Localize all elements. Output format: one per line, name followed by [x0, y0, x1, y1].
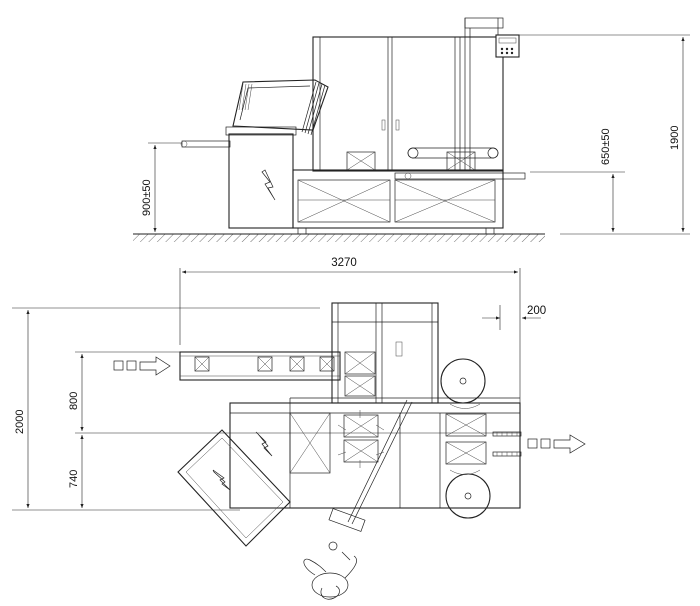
outfeed-arrow-icon — [553, 434, 586, 454]
sealer-hood — [232, 79, 329, 131]
control-arm — [464, 17, 504, 29]
foot-pedal — [328, 508, 366, 532]
box-right — [446, 151, 476, 171]
infeed-conveyor-plan — [179, 351, 341, 381]
dim-label-2000: 2000 — [14, 410, 26, 434]
dim-label-3270: 3270 — [331, 257, 357, 269]
electric-hazard-icon — [255, 431, 273, 457]
flow-box-icon — [527, 438, 538, 449]
flow-box-icon — [540, 438, 551, 449]
dim-label-800: 800 — [68, 392, 80, 410]
electric-hazard-icon — [261, 169, 276, 201]
lever-arm — [347, 399, 408, 523]
operator-figure — [303, 541, 357, 600]
infeed-conveyor — [181, 140, 231, 148]
flow-box-icon — [126, 360, 137, 371]
box-left — [346, 151, 376, 171]
dim-label-200: 200 — [527, 305, 546, 317]
upper-enclosure — [312, 36, 504, 172]
internal-belt — [407, 147, 499, 159]
upper-frame-plan — [331, 302, 439, 404]
film-roll-top — [440, 358, 486, 404]
infeed-arrow-icon — [139, 356, 171, 376]
flow-box-icon — [113, 360, 124, 371]
dim-label-740: 740 — [68, 470, 80, 488]
floor-hatch — [133, 234, 545, 242]
outfeed-conveyor — [394, 172, 526, 180]
sealing-unit — [228, 133, 294, 229]
dim-label-900: 900±50 — [141, 179, 153, 216]
dim-label-1900: 1900 — [669, 126, 681, 150]
opened-hood-door — [177, 429, 291, 547]
film-roll-bottom — [445, 473, 491, 519]
electric-hazard-icon — [212, 469, 231, 491]
main-body-plan — [229, 402, 521, 509]
plan-view: 3270 200 2000 800 740 — [12, 257, 586, 600]
side-elevation-view: 900±50 650±50 1900 — [133, 17, 690, 242]
dim-label-650: 650±50 — [600, 128, 612, 165]
